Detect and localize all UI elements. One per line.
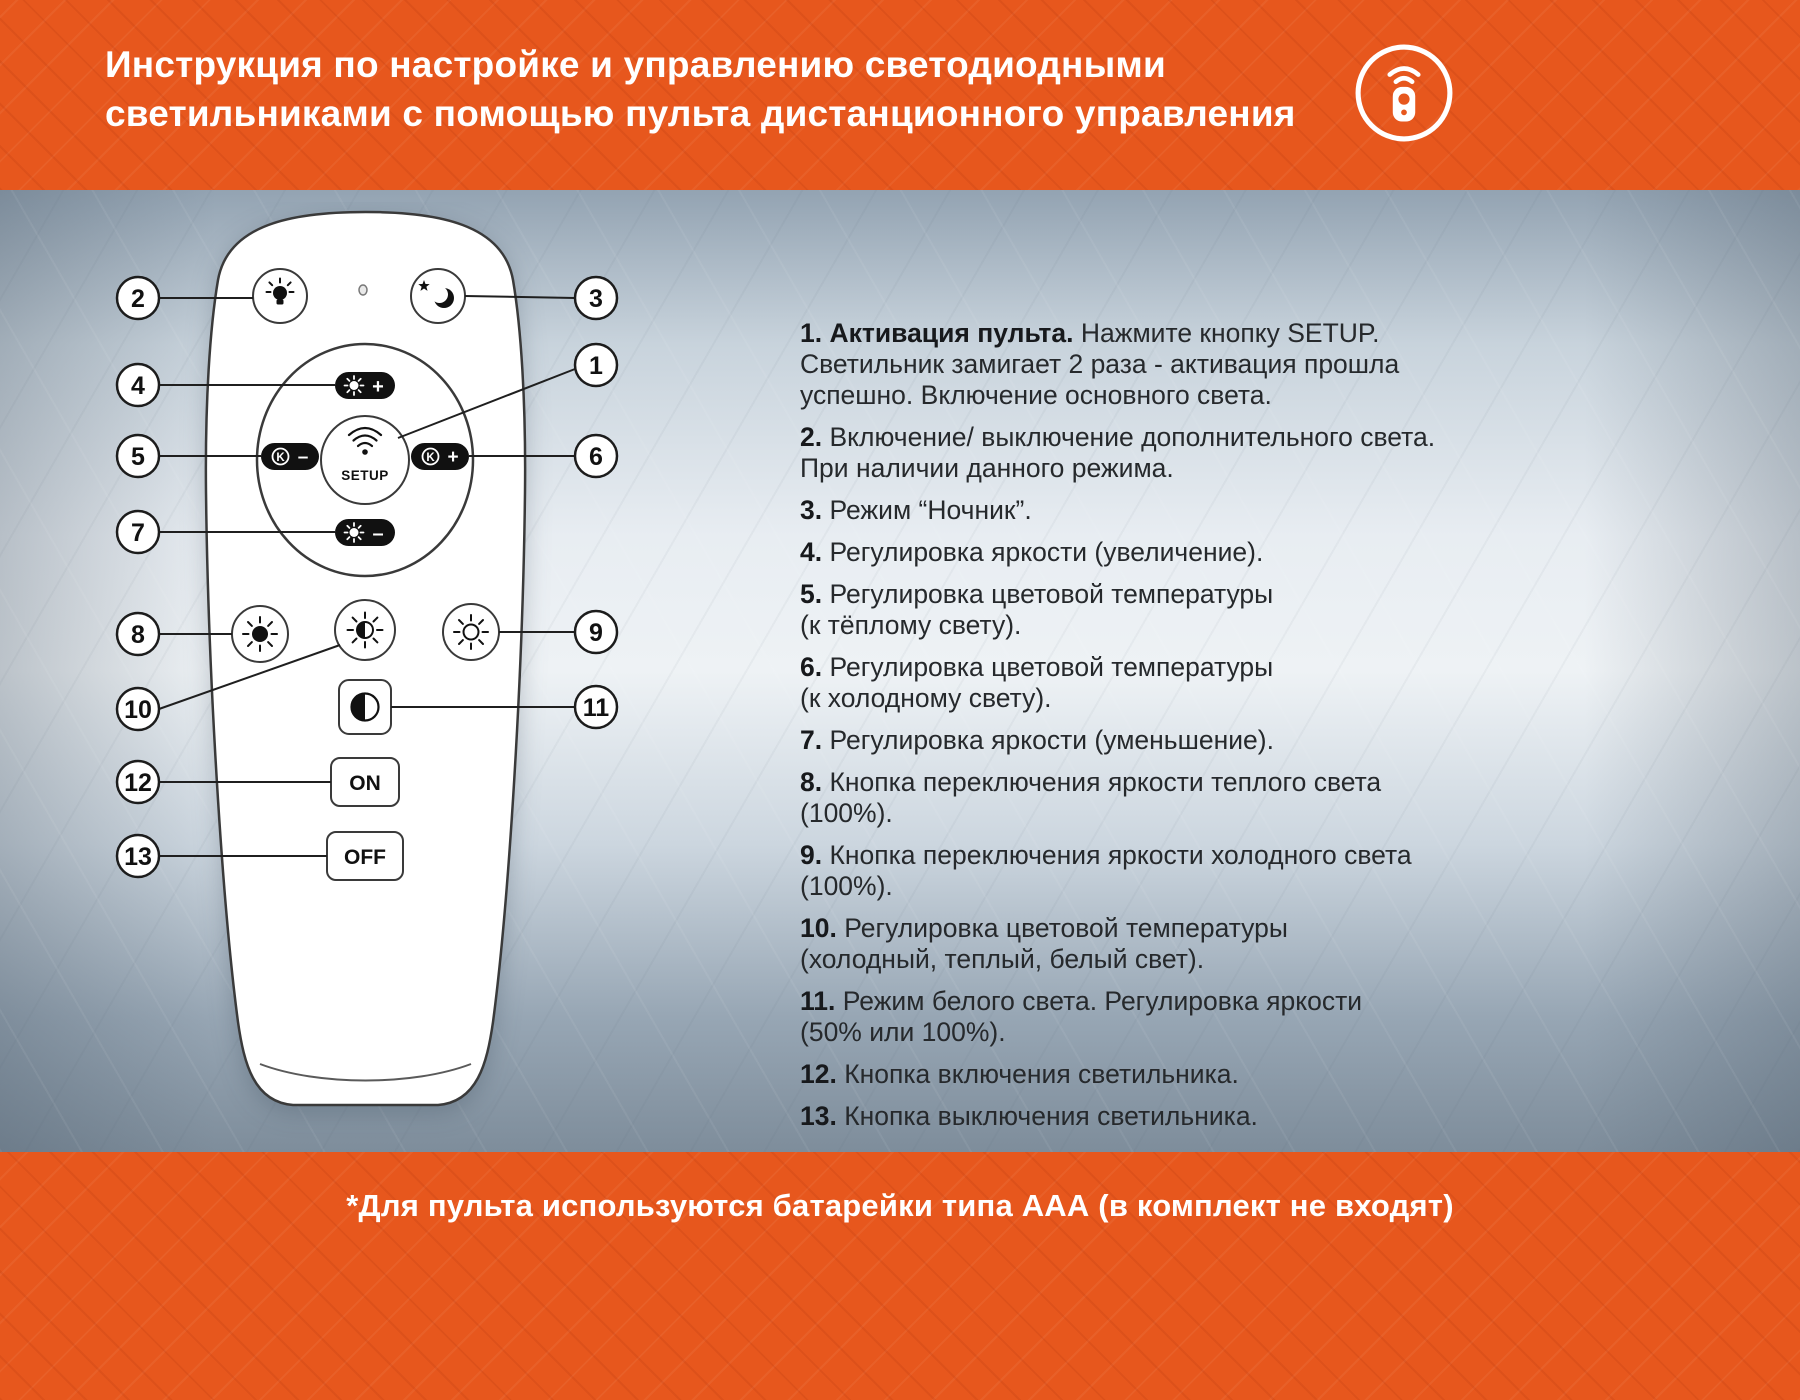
body-area: + K – K +	[0, 190, 1800, 1152]
instruction-number: 1. Активация пульта.	[800, 318, 1074, 348]
remote-diagram: + K – K +	[115, 210, 619, 1107]
instruction-number: 8.	[800, 767, 823, 797]
temp-cycle-button	[334, 599, 396, 661]
instruction-number: 6.	[800, 652, 823, 682]
instruction-item: 6. Регулировка цветовой температуры (к х…	[800, 652, 1274, 713]
instruction-item: 11. Режим белого света. Регулировка ярко…	[800, 986, 1363, 1047]
instruction-item: 5. Регулировка цветовой температуры (к т…	[800, 579, 1274, 640]
callout-3: 3	[573, 275, 619, 321]
sun-outline-icon	[453, 614, 489, 650]
setup-button: SETUP	[320, 415, 410, 505]
callout-5: 5	[115, 433, 161, 479]
callout-12: 12	[115, 759, 161, 805]
svg-text:K: K	[276, 452, 285, 464]
off-button: OFF	[326, 831, 404, 881]
page-title-line2: светильниками с помощью пульта дистанцио…	[105, 93, 1296, 135]
cold-100-button	[442, 603, 500, 661]
temp-warm-button: K –	[261, 443, 319, 470]
callout-8: 8	[115, 611, 161, 657]
callout-2: 2	[115, 275, 161, 321]
svg-text:K: K	[426, 452, 435, 464]
instruction-number: 9.	[800, 840, 823, 870]
svg-text:–: –	[372, 523, 383, 545]
sun-half-icon	[346, 611, 384, 649]
callout-bubbles: 2 3 1 4 5 6 7 8 9 10 11 12 13	[115, 275, 619, 879]
callout-7: 7	[115, 509, 161, 555]
svg-text:4: 4	[131, 372, 145, 400]
svg-text:ON: ON	[349, 772, 381, 795]
callout-4: 4	[115, 362, 161, 408]
instruction-item: 4. Регулировка яркости (увеличение).	[800, 537, 1264, 567]
night-mode-button	[410, 268, 466, 324]
wifi-icon	[347, 426, 383, 448]
bulb-icon	[265, 277, 295, 305]
svg-text:8: 8	[131, 621, 145, 649]
on-button: ON	[330, 757, 400, 807]
callout-1: 1	[573, 342, 619, 388]
remote-control-icon	[1353, 42, 1455, 144]
callout-9: 9	[573, 609, 619, 655]
footer-note: *Для пульта используются батарейки типа …	[346, 1188, 1454, 1223]
svg-text:SETUP: SETUP	[341, 468, 389, 483]
instruction-item: 13. Кнопка выключения светильника.	[800, 1101, 1258, 1131]
footer-band: *Для пульта используются батарейки типа …	[0, 1152, 1800, 1400]
contrast-icon	[350, 692, 380, 722]
callout-13: 13	[115, 833, 161, 879]
page-title-line1: Инструкция по настройке и управлению све…	[105, 44, 1166, 85]
svg-text:10: 10	[124, 696, 152, 724]
instruction-number: 7.	[800, 725, 823, 755]
kelvin-icon	[421, 447, 440, 466]
kelvin-icon	[271, 447, 290, 466]
star-moon-icon	[418, 280, 454, 308]
instruction-number: 11.	[800, 986, 836, 1016]
white-mode-button	[338, 679, 392, 735]
svg-text:5: 5	[131, 443, 145, 471]
svg-text:–: –	[298, 447, 309, 468]
instruction-number: 5.	[800, 579, 823, 609]
instruction-item: 12. Кнопка включения светильника.	[800, 1059, 1239, 1089]
temp-cold-button: K +	[411, 443, 469, 470]
extra-light-button	[252, 268, 308, 324]
brightness-up-button: +	[335, 372, 395, 399]
svg-text:1: 1	[589, 352, 603, 380]
instruction-item: 10. Регулировка цветовой температуры (хо…	[800, 913, 1288, 974]
svg-text:OFF: OFF	[344, 846, 386, 869]
instruction-number: 3.	[800, 495, 823, 525]
ir-led	[358, 284, 368, 296]
svg-text:9: 9	[589, 619, 603, 647]
sun-filled-icon	[242, 616, 278, 652]
svg-text:2: 2	[131, 285, 145, 313]
svg-text:+: +	[372, 376, 384, 398]
sun-plus-icon	[343, 375, 365, 396]
svg-text:6: 6	[589, 443, 603, 471]
warm-100-button	[231, 605, 289, 663]
instruction-number: 4.	[800, 537, 823, 567]
svg-text:11: 11	[583, 694, 610, 722]
svg-text:7: 7	[131, 519, 145, 547]
callout-10: 10	[115, 686, 161, 732]
callout-lines	[158, 295, 576, 857]
instruction-item: 8. Кнопка переключения яркости теплого с…	[800, 767, 1382, 828]
svg-text:+: +	[447, 447, 458, 468]
instruction-item: 7. Регулировка яркости (уменьшение).	[800, 725, 1274, 755]
page-title: Инструкция по настройке и управлению све…	[105, 40, 1296, 138]
callout-6: 6	[573, 433, 619, 479]
header-band: Инструкция по настройке и управлению све…	[0, 0, 1800, 190]
instructions-list: 1. Активация пульта. Нажмите кнопку SETU…	[800, 318, 1700, 1143]
instruction-number: 13.	[800, 1101, 837, 1131]
instruction-item: 9. Кнопка переключения яркости холодного…	[800, 840, 1412, 901]
instruction-number: 12.	[800, 1059, 837, 1089]
brightness-down-button: –	[335, 519, 395, 546]
instruction-number: 2.	[800, 422, 823, 452]
callout-11: 11	[573, 684, 619, 730]
sun-minus-icon	[343, 522, 365, 543]
instruction-number: 10.	[800, 913, 837, 943]
svg-text:3: 3	[589, 285, 603, 313]
svg-text:13: 13	[124, 843, 152, 871]
instruction-item: 2. Включение/ выключение дополнительного…	[800, 422, 1436, 483]
instruction-item: 1. Активация пульта. Нажмите кнопку SETU…	[800, 318, 1400, 410]
instruction-item: 3. Режим “Ночник”.	[800, 495, 1032, 525]
svg-text:12: 12	[124, 769, 152, 797]
